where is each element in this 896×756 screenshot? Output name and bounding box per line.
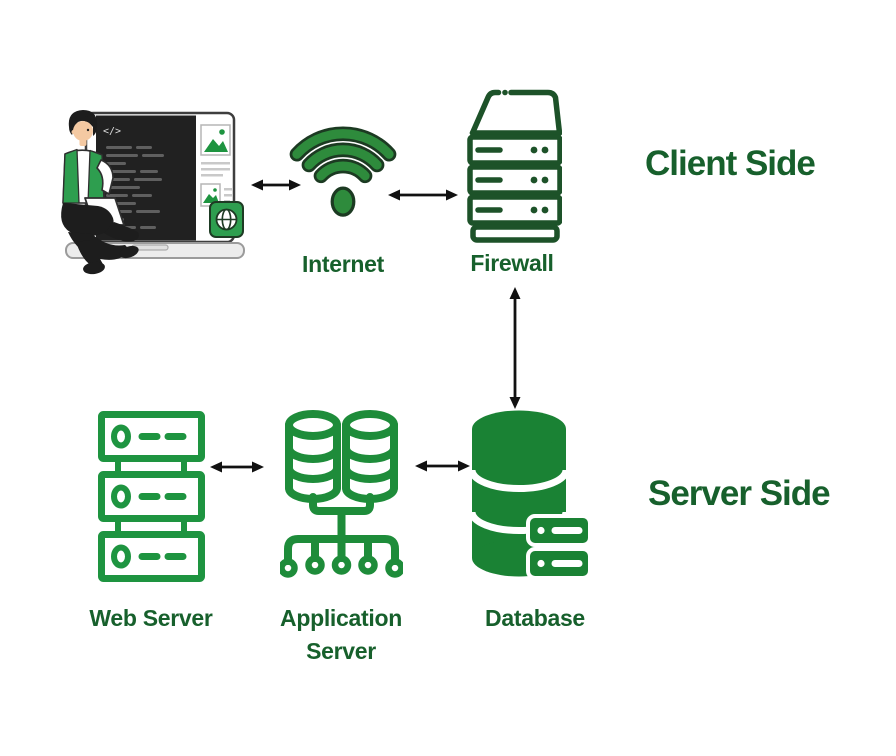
arrow-webserver-appserver: [210, 461, 264, 473]
arrow-internet-firewall: [388, 189, 458, 201]
mountain-image-icon: [204, 139, 228, 152]
laptop-screen: </>: [84, 111, 236, 244]
wifi-icon: [289, 126, 397, 217]
hair: [68, 110, 98, 136]
shoe: [83, 261, 105, 275]
client-side-heading: Client Side: [645, 144, 816, 183]
arrow-client-internet: [251, 179, 301, 191]
code-icon: </>: [103, 126, 121, 137]
arm: [96, 159, 114, 195]
firewall-label: Firewall: [470, 250, 554, 276]
database-cylinder-icon: [468, 410, 592, 580]
person-laptop-illustration: </>: [61, 110, 245, 275]
internet-label: Internet: [302, 251, 384, 277]
mini-servers: [526, 514, 592, 580]
shoe: [119, 245, 139, 259]
application-server-label: Application Server: [280, 605, 402, 665]
web-server-label: Web Server: [89, 605, 213, 631]
webpage-panel: [200, 124, 232, 207]
globe-icon: [209, 201, 244, 238]
arrow-firewall-database: [509, 287, 521, 409]
vest: [62, 148, 80, 204]
app-server-cluster-icon: [280, 410, 403, 578]
person: [61, 110, 139, 275]
database-label: Database: [485, 605, 585, 631]
arrow-appserver-database: [415, 460, 470, 472]
firewall-rack-icon: [467, 89, 562, 243]
server-stack-icon: [98, 411, 205, 582]
face: [73, 121, 93, 141]
mountain-image-icon: [203, 194, 219, 203]
server-side-heading: Server Side: [648, 474, 831, 513]
code-lines: [106, 146, 164, 229]
legs: [61, 203, 139, 275]
